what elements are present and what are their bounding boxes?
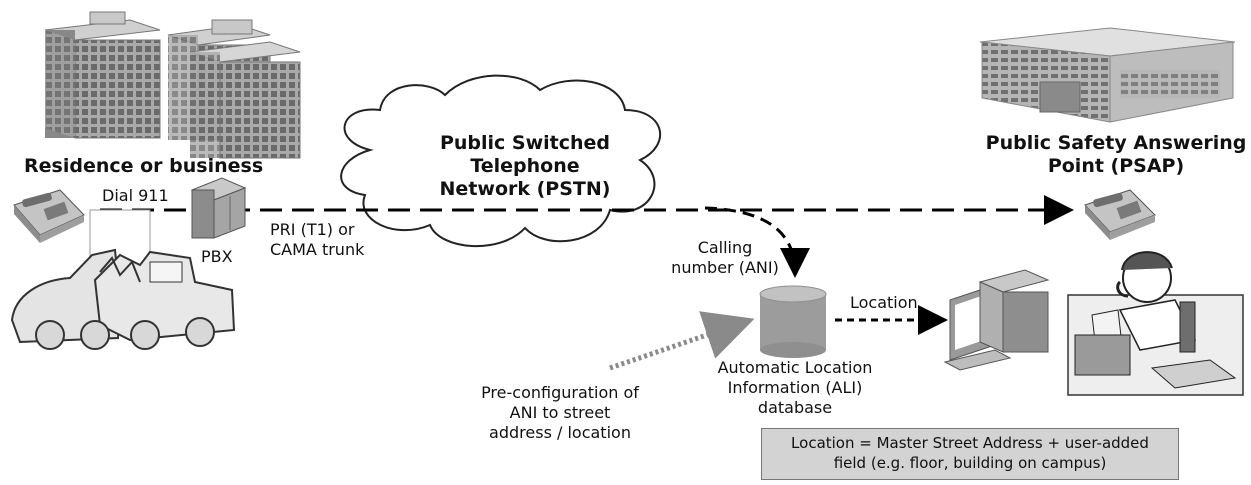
residence-label: Residence or business — [24, 155, 264, 177]
pstn-label: Public Switched Telephone Network (PSTN) — [420, 132, 630, 201]
computer-icon — [943, 269, 1050, 371]
car-crash-icon — [10, 248, 236, 350]
preconfig-line-1: Pre-configuration of — [481, 383, 639, 402]
office-tower-icon — [167, 19, 301, 159]
telephone-icon — [1084, 189, 1156, 240]
pstn-cloud-icon — [340, 74, 662, 247]
calling-line-1: Calling — [697, 238, 753, 257]
preconfig-label: Pre-configuration of ANI to street addre… — [460, 383, 660, 443]
ali-line-1: Automatic Location — [717, 358, 873, 377]
dial-911-label: Dial 911 — [102, 186, 169, 205]
note-line-2: field (e.g. floor, building on campus) — [833, 454, 1107, 472]
dispatcher-icon — [1067, 251, 1244, 396]
preconfig-line-3: address / location — [489, 423, 631, 442]
calling-number-label: Calling number (ANI) — [670, 238, 780, 278]
trunk-line-2: CAMA trunk — [270, 240, 365, 259]
ali-database-label: Automatic Location Information (ALI) dat… — [700, 358, 890, 418]
pstn-line-1: Public Switched — [439, 132, 611, 154]
database-icon — [759, 285, 827, 358]
pbx-server-icon — [190, 177, 247, 239]
telephone-icon — [13, 189, 85, 243]
psap-building-icon — [979, 27, 1236, 123]
trunk-line-1: PRI (T1) or — [270, 220, 355, 239]
note-line-1: Location = Master Street Address + user-… — [791, 434, 1149, 452]
ali-line-2: Information (ALI) — [727, 378, 863, 397]
psap-line-2: Point (PSAP) — [1047, 155, 1185, 177]
trunk-label: PRI (T1) or CAMA trunk — [270, 220, 364, 260]
psap-label: Public Safety Answering Point (PSAP) — [985, 132, 1247, 178]
calling-line-2: number (ANI) — [671, 258, 779, 277]
location-note-box: Location = Master Street Address + user-… — [761, 428, 1179, 480]
psap-line-1: Public Safety Answering — [985, 132, 1247, 154]
office-building-icon — [44, 11, 161, 139]
ani-query-arrow — [704, 206, 810, 278]
preconfig-line-2: ANI to street — [509, 403, 611, 422]
pbx-label: PBX — [201, 247, 233, 266]
pstn-line-2: Telephone — [470, 155, 580, 177]
location-label: Location — [850, 293, 918, 312]
ali-line-3: database — [757, 398, 833, 417]
pstn-line-3: Network (PSTN) — [439, 178, 611, 200]
